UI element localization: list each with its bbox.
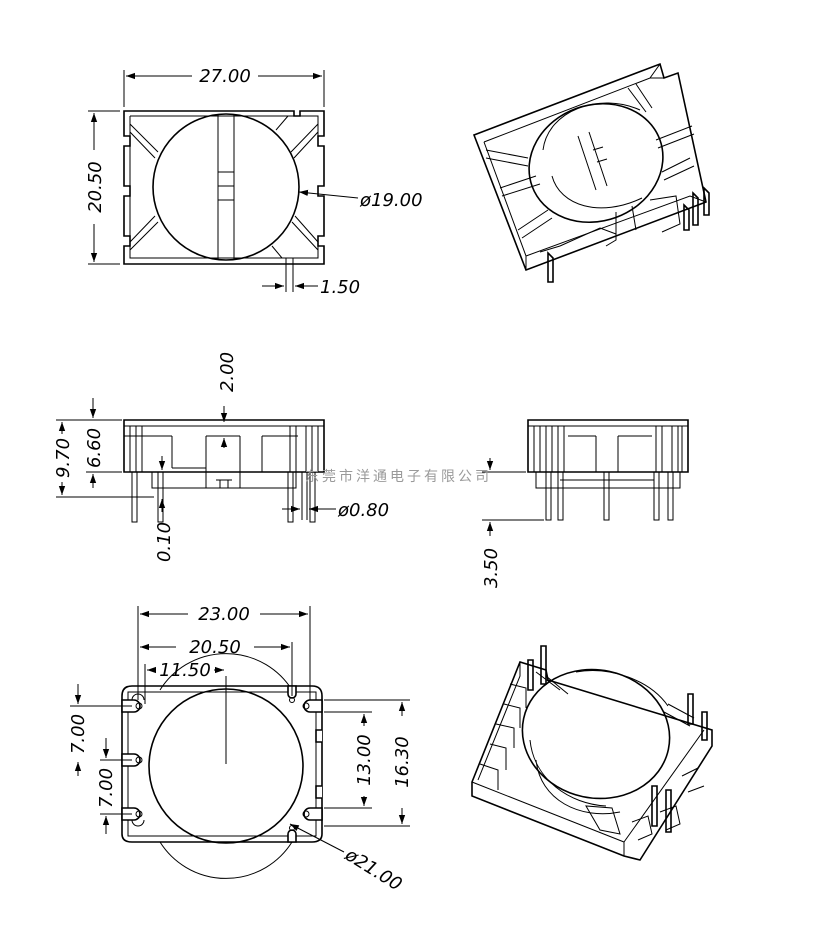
top-width-label: 27.00 (199, 66, 251, 87)
side-pin-length-label: 3.50 (481, 548, 502, 588)
front-standoff-label: 0.10 (154, 522, 175, 562)
front-total-height-label: 9.70 (53, 438, 74, 478)
bottom-outer-span-label: 16.30 (392, 736, 413, 788)
bottom-pitch-1-label: 7.00 (68, 714, 89, 754)
bottom-half-span-label: 11.50 (159, 660, 211, 681)
bottom-width-label: 23.00 (198, 604, 250, 625)
front-view: 2.00 9.70 6.60 0.10 ø0.80 (53, 352, 389, 562)
bottom-diameter-label: ø21.00 (341, 844, 406, 895)
side-view: 3.50 (481, 419, 689, 588)
front-pin-diameter-label: ø0.80 (337, 500, 389, 521)
top-slot-label: 1.50 (320, 277, 360, 298)
isometric-view-top (472, 62, 710, 283)
company-watermark: 东莞市洋通电子有限公司 (305, 468, 492, 485)
bottom-pin-span-label: 20.50 (189, 637, 241, 658)
front-body-height-label: 6.60 (84, 428, 105, 468)
top-height-label: 20.50 (85, 161, 106, 213)
bottom-inner-span-label: 13.00 (354, 734, 375, 786)
top-diameter-label: ø19.00 (359, 190, 423, 211)
isometric-view-bottom (471, 645, 713, 861)
bottom-pitch-2-label: 7.00 (96, 768, 117, 808)
top-view: 27.00 20.50 ø19.00 1.50 (85, 66, 423, 298)
bottom-view: 23.00 20.50 11.50 7.00 7.00 13.00 16.30 … (68, 604, 413, 895)
front-top-dim-label: 2.00 (217, 352, 238, 392)
